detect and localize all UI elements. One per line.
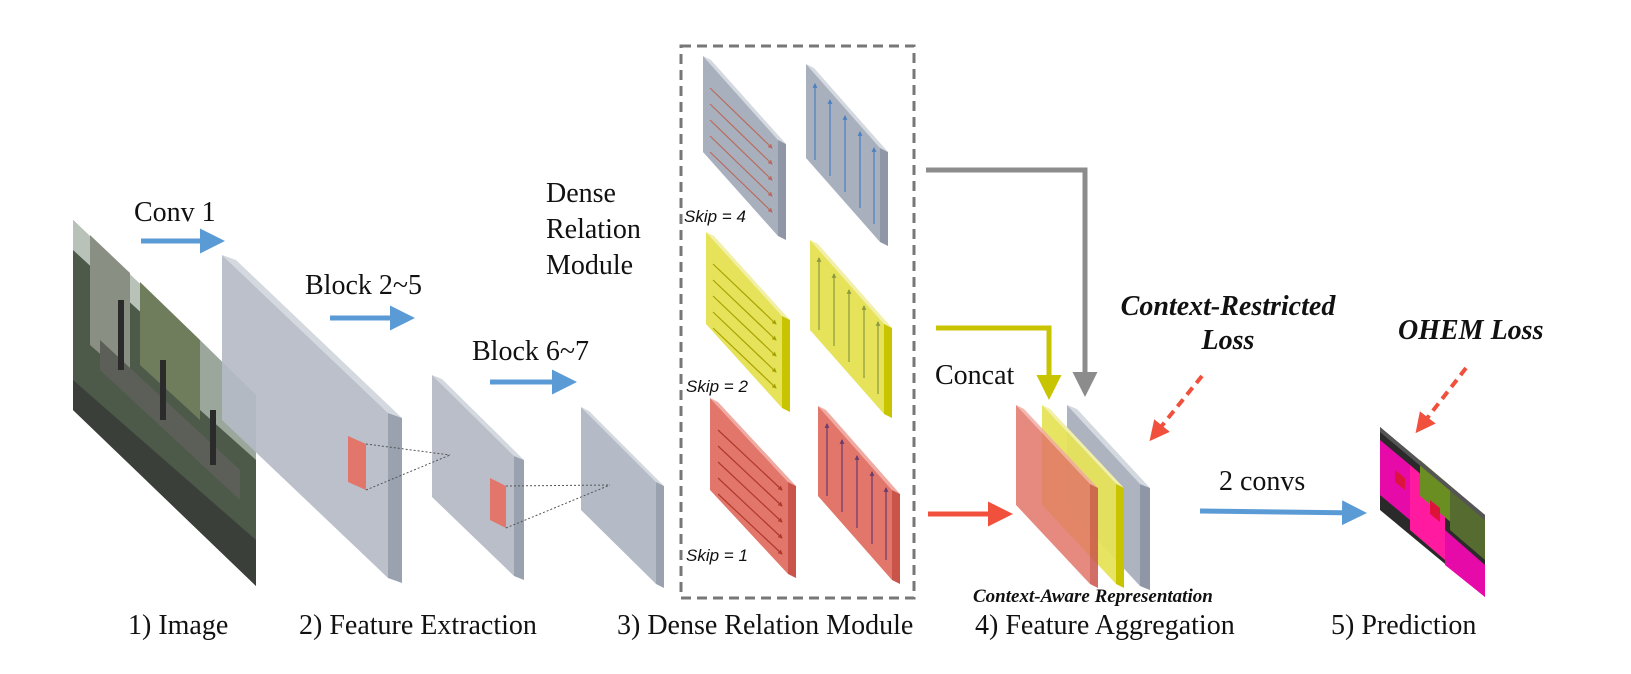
- context-restricted-loss-label: Context-Restricted Loss: [1112, 290, 1344, 358]
- ohem-loss-label: OHEM Loss: [1398, 315, 1544, 346]
- relation-arrows-gray-h: [709, 87, 773, 213]
- feature-slab-2: [432, 375, 524, 580]
- step-prediction-label: 5) Prediction: [1331, 610, 1477, 641]
- context-restricted-loss-line2: Loss: [1201, 325, 1255, 356]
- two-convs-arrow: [1199, 500, 1367, 526]
- relation-plane-yellow-vertical: [810, 240, 892, 418]
- step-feature-aggregation-label: 4) Feature Aggregation: [975, 610, 1235, 641]
- two-convs-label: 2 convs: [1219, 466, 1306, 497]
- aggregated-red-slab: [1016, 405, 1098, 588]
- conv1-label: Conv 1: [134, 197, 216, 228]
- relation-arrows-red-h: [717, 429, 783, 555]
- relation-arrows-red-v: [824, 423, 889, 560]
- relation-plane-gray-vertical: [806, 64, 888, 246]
- relation-plane-red-vertical: [818, 406, 900, 584]
- skip-4-label: Skip = 4: [684, 207, 746, 226]
- context-restricted-loss-line1: Context-Restricted: [1120, 291, 1336, 322]
- ohem-loss-arrow: [1415, 366, 1468, 434]
- skip-1-label: Skip = 1: [686, 546, 748, 565]
- context-restricted-loss-arrow: [1149, 374, 1204, 442]
- relation-arrows-yellow-v: [816, 257, 881, 394]
- module-title-line1: Dense: [546, 178, 616, 209]
- concat-label: Concat: [935, 360, 1015, 391]
- relation-plane-gray-horizontal: [703, 56, 786, 240]
- relation-arrows-yellow-h: [712, 263, 777, 389]
- gray-connector: [926, 167, 1098, 397]
- dense-relation-module-frame: [679, 44, 916, 600]
- feature-slab-3: [581, 407, 664, 588]
- feature-slab-1: [222, 255, 402, 583]
- yellow-connector: [936, 325, 1062, 400]
- step-image-label: 1) Image: [128, 610, 229, 641]
- step-dense-relation-label: 3) Dense Relation Module: [617, 610, 914, 641]
- relation-plane-red-horizontal: [710, 398, 796, 578]
- block-2-5-label: Block 2~5: [305, 270, 423, 301]
- prediction-map: [1380, 427, 1485, 597]
- skip-2-label: Skip = 2: [686, 377, 748, 396]
- module-title-line2: Relation: [546, 214, 641, 245]
- module-title-line3: Module: [546, 250, 634, 281]
- module-title: Dense Relation Module: [546, 176, 641, 284]
- block-6-7-label: Block 6~7: [472, 336, 590, 367]
- context-aware-representation-label: Context-Aware Representation: [973, 586, 1213, 607]
- receptive-field-lines: [365, 443, 611, 529]
- step-feature-extraction-label: 2) Feature Extraction: [299, 610, 537, 641]
- relation-arrows-gray-v: [812, 83, 877, 224]
